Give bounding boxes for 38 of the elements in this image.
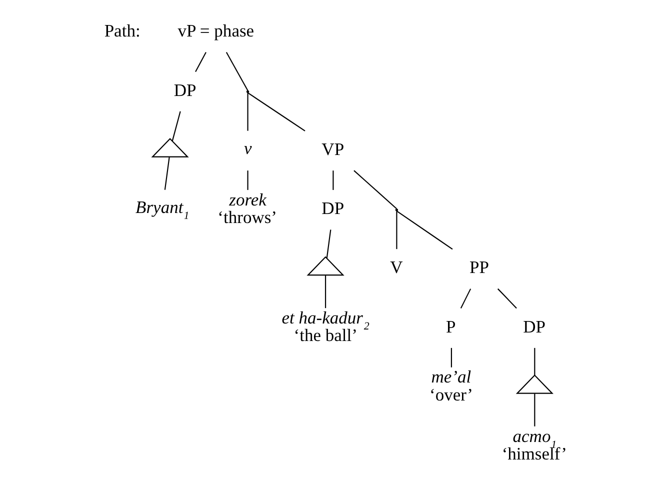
- connector: [324, 275, 326, 308]
- connector: [247, 170, 248, 190]
- connector: [450, 348, 452, 368]
- node-triangle: [151, 138, 189, 158]
- connector: [164, 157, 170, 190]
- node-triangle: [516, 374, 554, 394]
- node-text: v: [244, 138, 252, 158]
- node-text: V: [390, 257, 403, 278]
- node-text: et ha-kadur$_{2}$ ‘the ball’: [282, 308, 370, 346]
- node-text: DP: [322, 198, 344, 218]
- connector: [497, 288, 517, 309]
- node-text: DP: [174, 80, 196, 100]
- connector: [326, 230, 332, 258]
- connector: [248, 92, 306, 132]
- node-text: vP = phase: [178, 20, 254, 41]
- node-text: PP: [470, 257, 490, 278]
- connector: [534, 348, 536, 376]
- node-text: DP: [523, 316, 546, 336]
- node-text: zorek ‘throws’: [218, 189, 278, 227]
- node-point: [395, 208, 398, 212]
- connector: [534, 394, 536, 426]
- node-text: VP: [322, 138, 344, 159]
- node-triangle: [306, 256, 344, 276]
- node-text: P: [446, 316, 456, 336]
- connector: [172, 111, 181, 142]
- node-point: [246, 90, 250, 93]
- node-text: Bryant$_{1}$: [136, 197, 190, 222]
- node-text: me’al ‘over’: [430, 366, 474, 404]
- label: Path:: [104, 20, 140, 41]
- connector: [247, 92, 248, 131]
- connector: [396, 210, 453, 250]
- connector: [332, 170, 334, 190]
- connector: [460, 288, 472, 308]
- connector: [226, 52, 248, 91]
- connector: [396, 211, 398, 250]
- connector: [195, 52, 206, 72]
- connector: [354, 170, 397, 210]
- node-text: acmo$_{1}$ ‘himself’: [502, 426, 567, 464]
